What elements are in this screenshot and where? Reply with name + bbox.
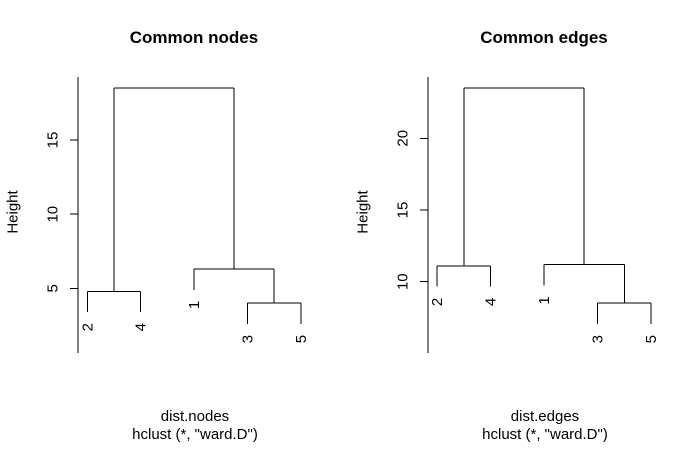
leaf-label: 5	[643, 335, 660, 343]
y-axis-title: Height	[5, 189, 22, 233]
leaf-label: 3	[240, 335, 257, 343]
leaf-label: 2	[429, 298, 446, 306]
x-label-left: dist.nodes	[160, 408, 230, 425]
leaf-label: 1	[536, 296, 553, 304]
call-label-right: hclust (*, "ward.D")	[482, 426, 608, 443]
leaf-label: 3	[590, 335, 607, 343]
leaf-label: 5	[293, 335, 310, 343]
y-tick-label: 5	[45, 284, 62, 292]
panel-title-common-nodes: Common nodes	[129, 28, 259, 47]
caption-right: dist.edges hclust (*, "ward.D")	[482, 408, 608, 444]
panel-title-common-edges: Common edges	[480, 28, 608, 47]
leaf-label: 2	[79, 323, 96, 331]
leaf-label: 1	[186, 301, 203, 309]
y-tick-label: 15	[45, 132, 62, 149]
y-tick-label: 10	[395, 273, 412, 290]
caption-left: dist.nodes hclust (*, "ward.D")	[132, 408, 258, 444]
y-tick-label: 15	[395, 202, 412, 219]
call-label-left: hclust (*, "ward.D")	[132, 426, 258, 443]
y-tick-label: 20	[395, 130, 412, 147]
x-label-right: dist.edges	[510, 408, 580, 425]
leaf-label: 4	[133, 323, 150, 331]
leaf-label: 4	[483, 298, 500, 306]
y-tick-label: 10	[45, 206, 62, 223]
y-axis-title: Height	[355, 189, 372, 233]
